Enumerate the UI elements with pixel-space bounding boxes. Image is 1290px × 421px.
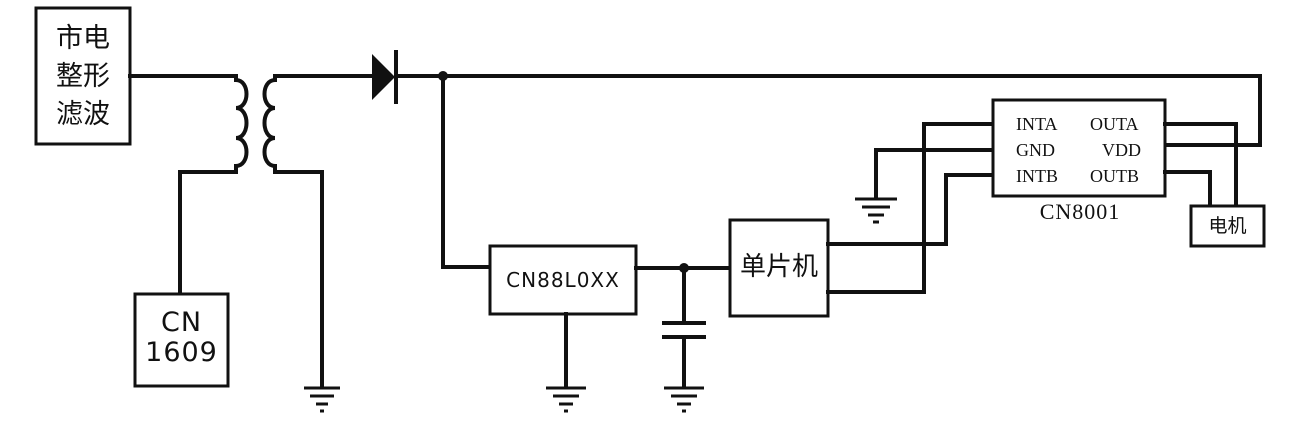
ground-symbol-regulator xyxy=(546,386,586,413)
ground-symbol-driver xyxy=(855,197,897,224)
cn1609-label-line1: CN xyxy=(160,307,203,338)
diode-symbol xyxy=(372,54,395,100)
mcu-to-intb-wire xyxy=(826,173,995,246)
regulator-box xyxy=(488,244,638,316)
cn1609-box xyxy=(133,292,230,388)
driver-pin-gnd: GND xyxy=(1016,140,1055,160)
rail-to-regulator-wire xyxy=(441,74,492,269)
ground-symbol-capacitor xyxy=(664,386,704,413)
driver-pin-inta: INTA xyxy=(1016,114,1058,134)
regulator-label: CN88L0XX xyxy=(506,268,620,292)
mains-label-line3: 滤波 xyxy=(56,99,110,130)
ground-symbol-secondary xyxy=(304,386,340,413)
mcu-label: 单片机 xyxy=(739,252,818,282)
driver-pin-outa: OUTA xyxy=(1090,114,1139,134)
outa-to-motor-wire xyxy=(1163,122,1238,208)
mains-label-line2: 整形 xyxy=(56,61,110,92)
mcu-box xyxy=(728,218,830,318)
outb-to-motor-wire xyxy=(1163,170,1212,208)
cn8001-box xyxy=(991,98,1167,198)
motor-box xyxy=(1189,204,1266,248)
mains-label-line1: 市电 xyxy=(56,23,110,54)
cn1609-label: CN 1609 xyxy=(135,308,228,368)
driver-pin-vdd: VDD xyxy=(1102,140,1141,160)
mains-rectifier-filter-box xyxy=(34,6,132,146)
mcu-to-inta-wire xyxy=(826,122,995,294)
driver-pin-intb: INTB xyxy=(1016,166,1058,186)
mains-label: 市电 整形 滤波 xyxy=(36,20,130,134)
secondary-ground-wire xyxy=(273,170,324,388)
driver-name-label: CN8001 xyxy=(1039,199,1121,224)
primary-to-cn1609-wire xyxy=(178,170,238,298)
motor-label: 电机 xyxy=(1208,215,1247,237)
capacitor-symbol xyxy=(662,321,706,339)
transformer-secondary-coil xyxy=(262,74,277,174)
supply-rail-wire xyxy=(394,74,1262,147)
transformer-primary-coil xyxy=(234,74,249,174)
driver-pin-outb: OUTB xyxy=(1090,166,1139,186)
driver-gnd-wire xyxy=(874,148,995,198)
cn1609-label-line2: 1609 xyxy=(145,337,218,368)
